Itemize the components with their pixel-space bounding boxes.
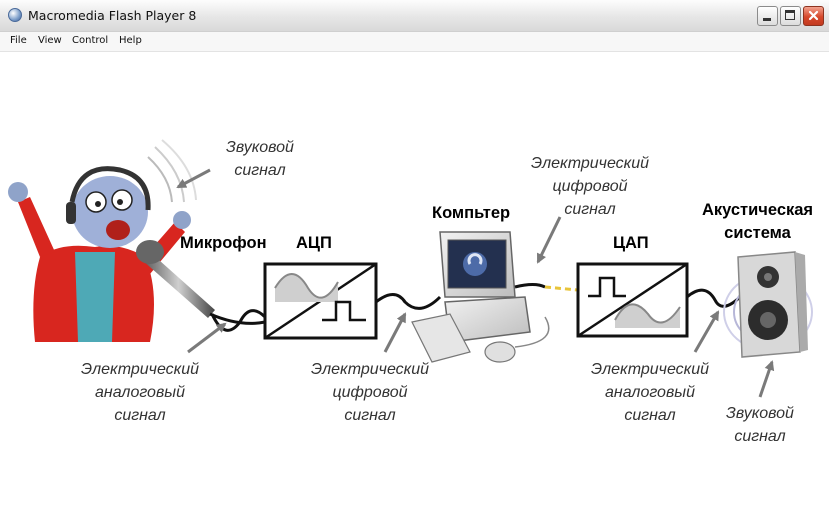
arrow-digital-bottom	[383, 312, 407, 353]
arrow-analog-left	[187, 322, 227, 354]
label-adc: АЦП	[296, 234, 332, 252]
title-bar[interactable]: Macromedia Flash Player 8	[0, 0, 829, 32]
close-button[interactable]	[803, 6, 824, 26]
singer-illustration	[8, 139, 266, 342]
maximize-button[interactable]	[780, 6, 801, 26]
computer-illustration	[411, 231, 550, 363]
flash-player-icon	[8, 8, 22, 22]
digital-cable-left	[375, 293, 442, 310]
minimize-button[interactable]	[757, 6, 778, 26]
label-dac: ЦАП	[613, 234, 649, 252]
minimize-icon	[763, 18, 771, 21]
label-computer: Компьтер	[432, 204, 511, 222]
menu-help[interactable]: Help	[119, 35, 142, 46]
adc-block	[263, 262, 378, 340]
menu-view[interactable]: View	[38, 35, 62, 46]
arrow-digital-top	[536, 216, 562, 264]
label-microphone: Микрофон	[180, 234, 267, 252]
speaker-illustration	[723, 251, 813, 358]
arrow-sound-top	[176, 168, 211, 189]
menu-bar: File View Control Help	[0, 32, 829, 52]
arrow-sound-bottom	[758, 360, 775, 398]
maximize-icon	[785, 10, 795, 20]
menu-control[interactable]: Control	[72, 35, 109, 46]
dac-block	[576, 262, 689, 338]
diagram-graphics	[8, 139, 813, 398]
analog-cable-right	[686, 288, 742, 308]
digital-cable-right	[514, 283, 546, 289]
close-icon	[808, 10, 819, 21]
window-title: Macromedia Flash Player 8	[28, 8, 197, 23]
arrow-analog-right	[693, 310, 720, 353]
menu-file[interactable]: File	[10, 35, 27, 46]
